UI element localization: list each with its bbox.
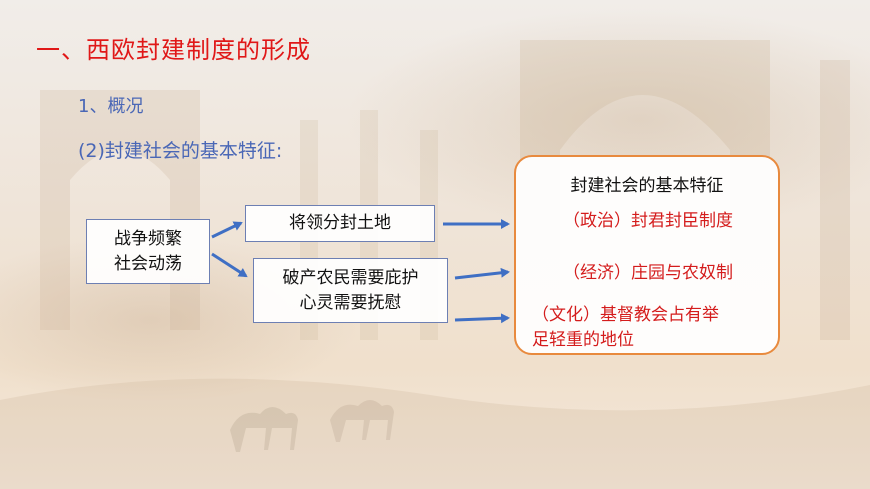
feudal-grant-box: 将领分封土地: [245, 205, 435, 242]
arrow-cause-to-feudal: [211, 221, 243, 239]
features-panel: 封建社会的基本特征 （政治）封君封臣制度 （经济）庄园与农奴制 （文化）基督教会…: [514, 155, 780, 355]
need-line-2: 心灵需要抚慰: [299, 292, 402, 313]
section-heading: 1、概况: [78, 96, 144, 117]
cause-line-1: 战争频繁: [114, 228, 182, 249]
arrow-cause-to-need: [211, 252, 248, 278]
arrow-to-economy: [454, 267, 510, 280]
cause-box: 战争频繁 社会动荡: [86, 219, 210, 284]
page-title: 一、西欧封建制度的形成: [36, 36, 311, 64]
feature-politics: （政治）封君封臣制度: [563, 211, 733, 231]
feature-culture-line-2: 足轻重的地位: [532, 330, 634, 350]
feature-economy: （经济）庄园与农奴制: [563, 263, 733, 283]
cause-line-2: 社会动荡: [114, 253, 182, 274]
features-title: 封建社会的基本特征: [570, 176, 724, 196]
feature-culture: （文化）基督教会占有举 足轻重的地位: [526, 303, 770, 353]
feudal-grant-text: 将领分封土地: [289, 213, 391, 233]
need-box: 破产农民需要庇护 心灵需要抚慰: [253, 258, 448, 323]
arrow-to-culture: [454, 313, 510, 324]
need-line-1: 破产农民需要庇护: [282, 267, 419, 288]
subsection-heading: (2)封建社会的基本特征:: [78, 140, 283, 162]
feature-culture-line-1: （文化）基督教会占有举: [532, 305, 719, 325]
